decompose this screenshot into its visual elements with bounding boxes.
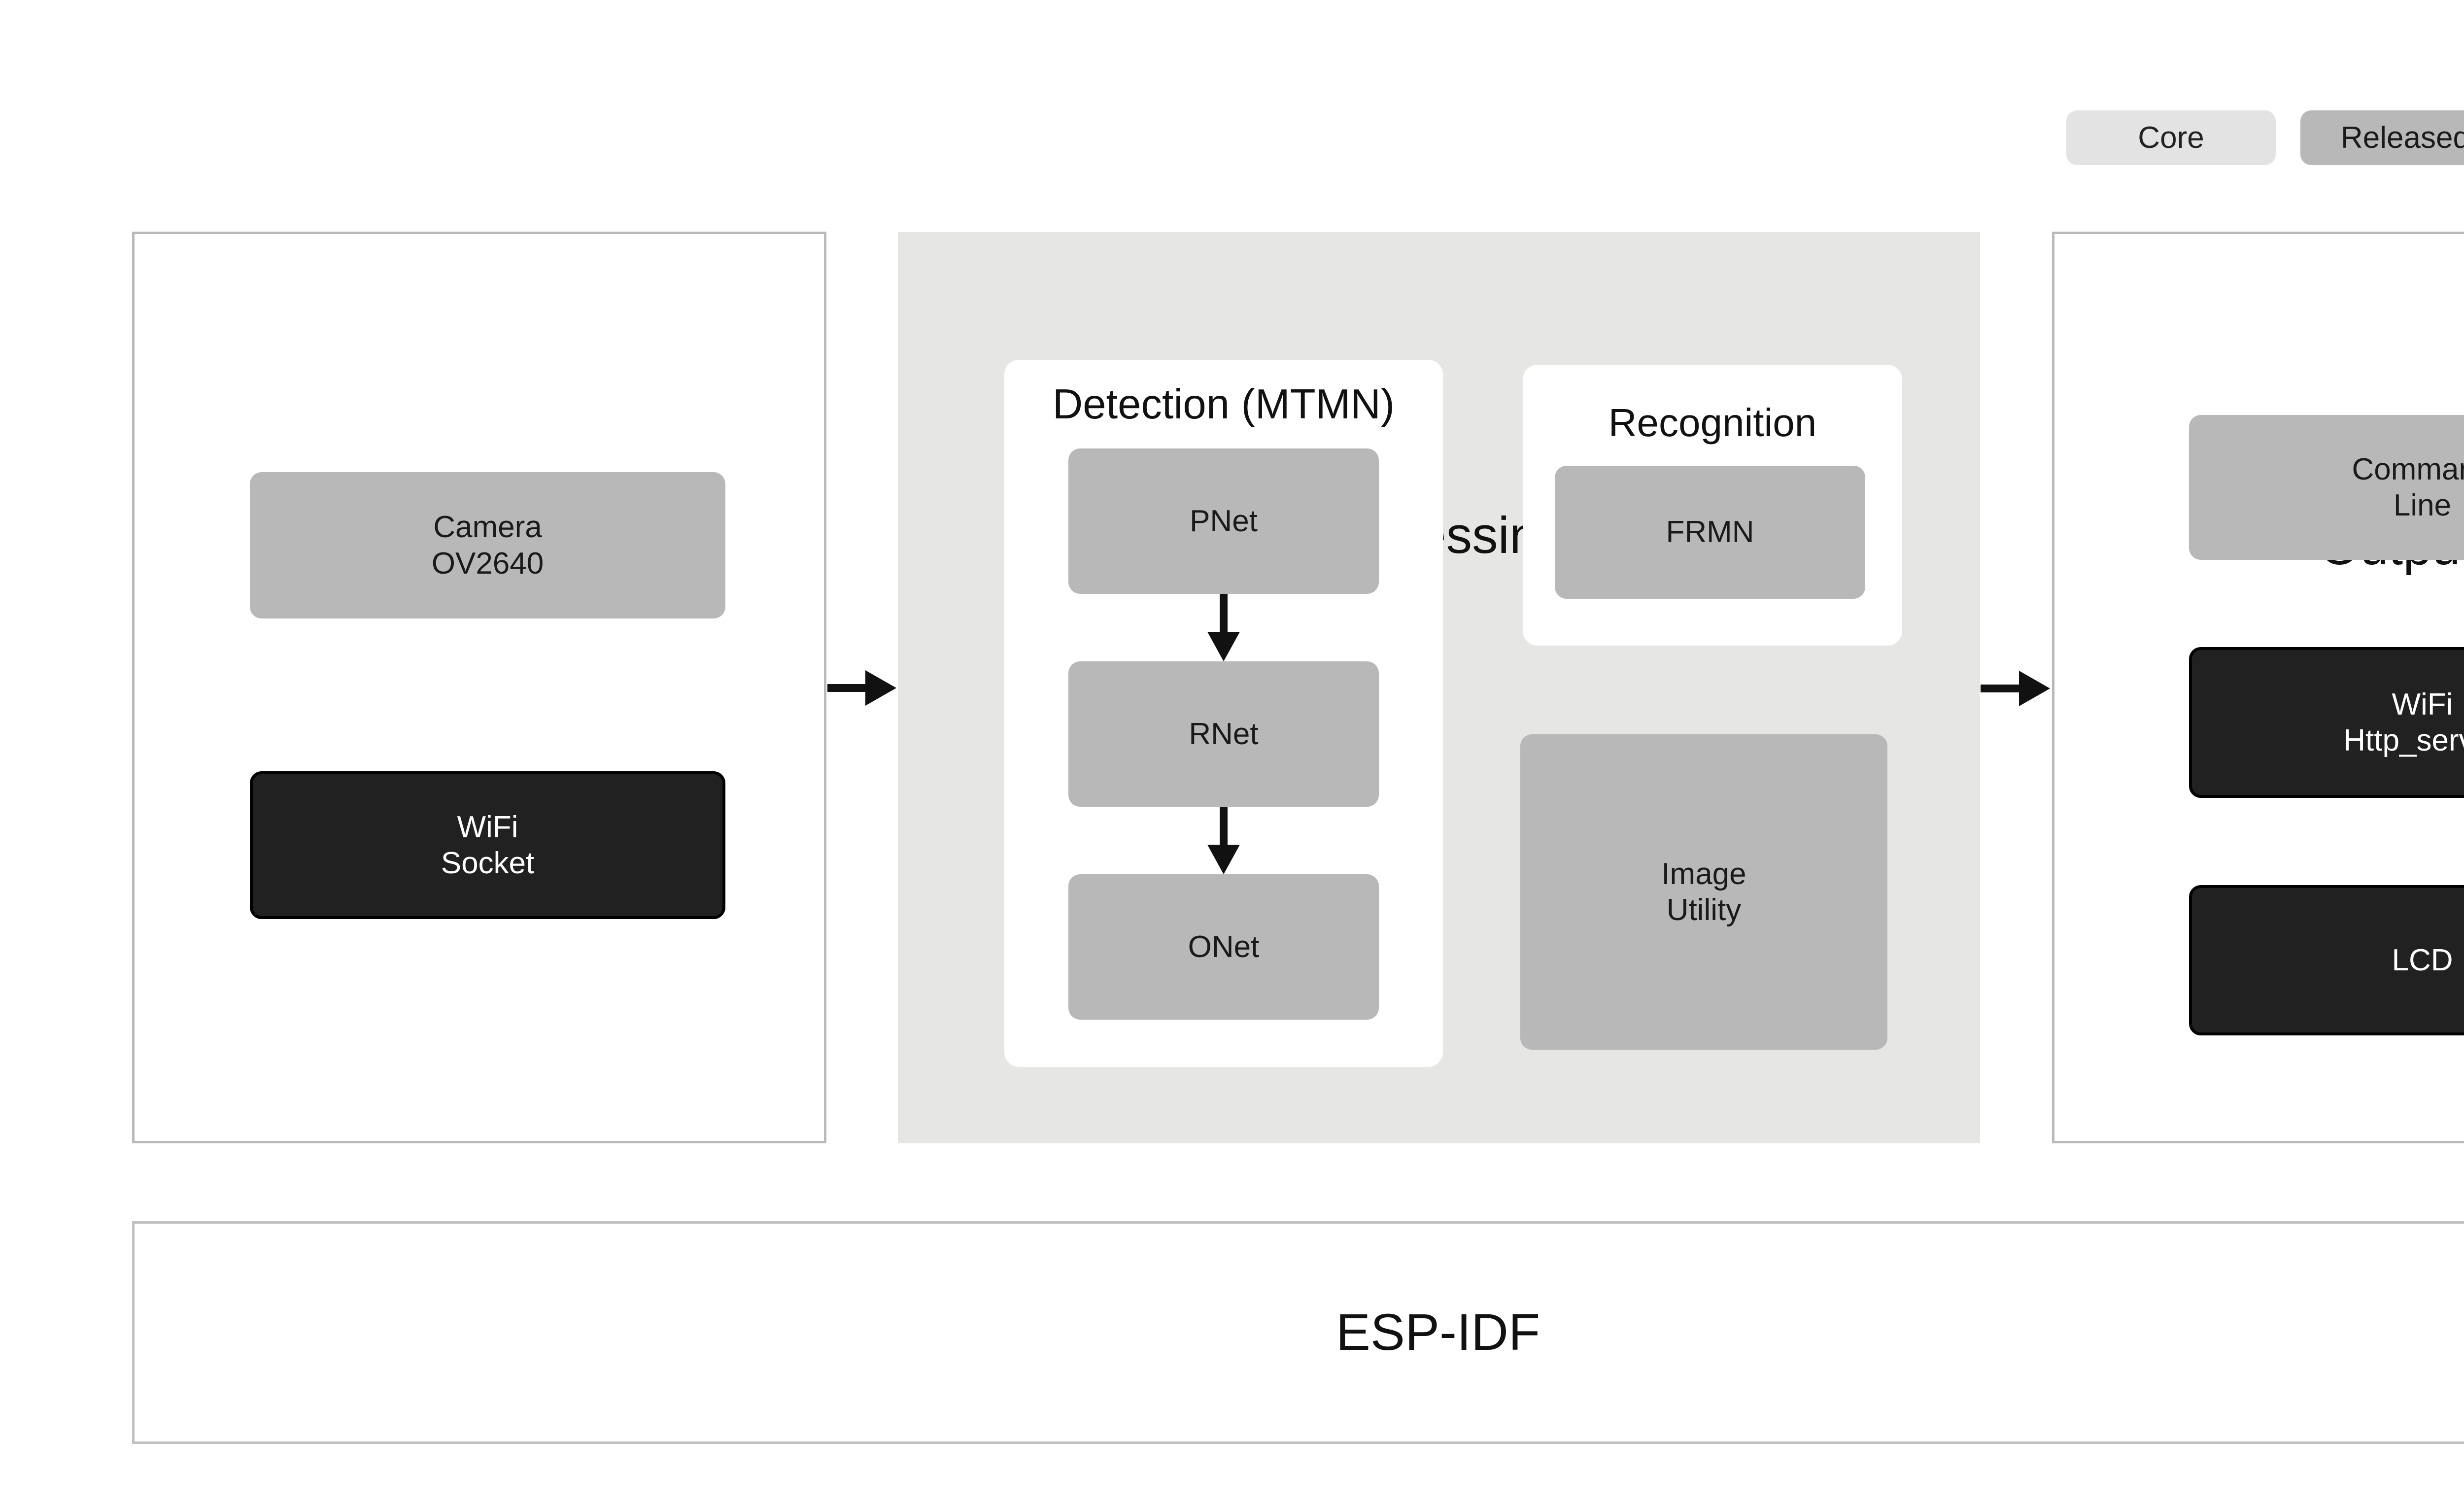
legend-chip-released: Released [2300, 110, 2464, 165]
block-pnet-label: PNet [1190, 504, 1258, 538]
block-rnet: RNet [1068, 661, 1379, 807]
arrow-input-to-processing [827, 670, 896, 706]
arrow-shaft [827, 684, 866, 692]
recognition-group-title: Recognition [1608, 401, 1817, 445]
arrow-shaft [1981, 685, 2019, 692]
block-wifi-http-line1: WiFi [2392, 687, 2453, 721]
recognition-group: Recognition FRMN [1523, 365, 1902, 646]
block-wifi-socket-line1: WiFi [457, 810, 518, 844]
foundation-label: ESP-IDF [1335, 1304, 1540, 1361]
block-frmn: FRMN [1555, 466, 1865, 599]
arrow-shaft [1220, 807, 1228, 845]
legend: Core Released Developing [2066, 110, 2464, 165]
block-command-line-line2: Line [2393, 488, 2452, 522]
arrow-head-down-icon [1207, 632, 1240, 661]
foundation-panel: ESP-IDF [132, 1221, 2464, 1444]
block-rnet-label: RNet [1189, 717, 1259, 751]
block-lcd-label: LCD [2392, 943, 2453, 977]
block-camera-line1: Camera [433, 510, 542, 545]
processing-panel: Processing Detection (MTMN) PNet RNet ON… [898, 232, 1980, 1143]
legend-chip-core: Core [2066, 110, 2276, 165]
block-camera-line2: OV2640 [431, 546, 544, 581]
arrow-head-right-icon [865, 670, 896, 706]
arrow-rnet-to-onet [1207, 807, 1240, 874]
arrow-head-right-icon [2019, 671, 2050, 706]
block-wifi-http-server: WiFi Http_server [2189, 647, 2464, 798]
block-image-utility-line1: Image [1661, 857, 1746, 891]
block-wifi-socket: WiFi Socket [250, 771, 725, 919]
block-onet-label: ONet [1188, 929, 1260, 964]
block-onet: ONet [1068, 874, 1379, 1020]
arrow-pnet-to-rnet [1207, 594, 1240, 661]
block-pnet: PNet [1068, 448, 1379, 594]
block-wifi-http-line2: Http_server [2343, 723, 2464, 757]
arrow-processing-to-output [1981, 671, 2050, 706]
block-command-line-line1: Command [2352, 452, 2464, 486]
block-frmn-label: FRMN [1666, 515, 1754, 549]
arrow-head-down-icon [1207, 845, 1240, 874]
block-camera-ov2640: Camera OV2640 [250, 472, 725, 618]
arrow-shaft [1220, 594, 1228, 632]
block-image-utility: Image Utility [1520, 734, 1887, 1050]
block-command-line: Command Line [2189, 415, 2464, 560]
block-lcd: LCD [2189, 885, 2464, 1035]
detection-group-title: Detection (MTMN) [1052, 381, 1395, 428]
input-panel: Input Camera OV2640 WiFi Socket [132, 232, 826, 1143]
detection-group: Detection (MTMN) PNet RNet ONet [1004, 360, 1443, 1067]
output-panel: Output Command Line WiFi Http_server LCD [2052, 232, 2464, 1143]
block-image-utility-line2: Utility [1666, 893, 1742, 927]
block-wifi-socket-line2: Socket [441, 846, 535, 880]
